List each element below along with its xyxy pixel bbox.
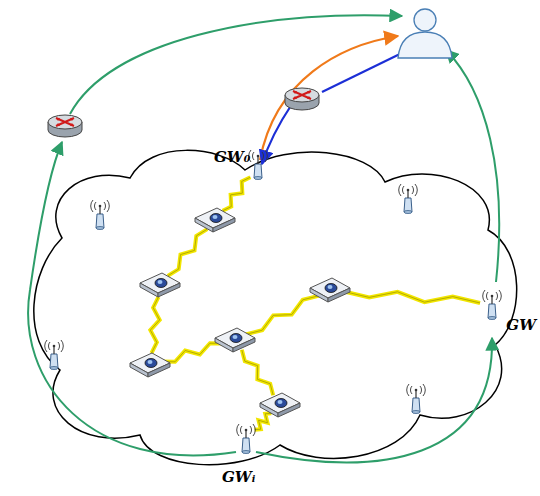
gateway-label: GW <box>506 318 536 333</box>
wireless-links <box>150 177 480 429</box>
antenna-icon <box>45 340 64 370</box>
wireless-link-outline <box>255 413 272 429</box>
gateway-label: GWᵢ <box>222 470 255 485</box>
wireless-link-outline <box>342 291 480 303</box>
gateway-antenna <box>483 290 502 320</box>
wireless-link <box>255 413 272 429</box>
wireless-link <box>150 297 159 353</box>
wireless-link-outline <box>242 350 273 395</box>
antenna-icon <box>399 184 418 214</box>
antenna-icon <box>407 384 426 414</box>
mesh-router <box>195 208 235 232</box>
gateway-antenna <box>249 150 268 180</box>
mesh-router <box>260 393 300 417</box>
wireless-link-outline <box>168 229 207 276</box>
wireless-link-outline <box>162 343 224 362</box>
wireless-link <box>168 229 207 276</box>
blue-path <box>262 104 292 164</box>
wireless-link <box>223 177 251 211</box>
green-path <box>70 15 402 114</box>
gateway-label: GW₀ <box>214 150 250 165</box>
router-icon <box>48 115 82 137</box>
mesh-router <box>140 273 180 297</box>
wireless-link <box>342 291 480 303</box>
green-path <box>256 338 492 462</box>
wireless-link-outline <box>150 297 159 353</box>
router-icon <box>285 88 319 110</box>
user-icon <box>398 9 452 58</box>
mesh-cloud <box>34 150 517 464</box>
wireless-link <box>242 350 273 395</box>
blue-path <box>322 52 404 92</box>
mesh-router <box>310 278 350 302</box>
orange-path <box>260 36 398 160</box>
antenna-icon <box>91 200 110 230</box>
wireless-link-outline <box>246 296 320 335</box>
mesh-router <box>215 328 255 352</box>
wireless-link <box>162 343 224 362</box>
green-path <box>446 50 499 282</box>
wireless-link <box>246 296 320 335</box>
wireless-link-outline <box>223 177 251 211</box>
mesh-router <box>130 353 170 377</box>
green-path <box>28 142 236 455</box>
gateway-antenna <box>237 424 256 454</box>
